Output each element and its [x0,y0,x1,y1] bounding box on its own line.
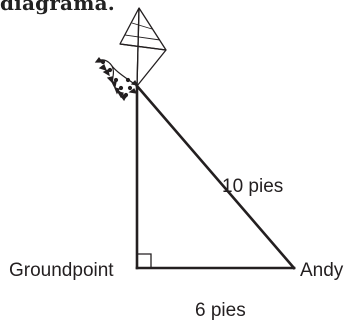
andy-label: Andy [300,260,344,281]
right-triangle [135,84,296,270]
groundpoint-label: Groundpoint [9,260,114,281]
kite-tail-icon [94,57,139,102]
base-label: 6 pies [195,300,246,321]
right-angle-marker [137,253,152,268]
hypotenuse-label: 10 pies [222,176,284,197]
kite-icon [119,7,167,87]
hypotenuse-line [135,84,296,270]
partial-header-text: diagrama. [0,0,115,15]
